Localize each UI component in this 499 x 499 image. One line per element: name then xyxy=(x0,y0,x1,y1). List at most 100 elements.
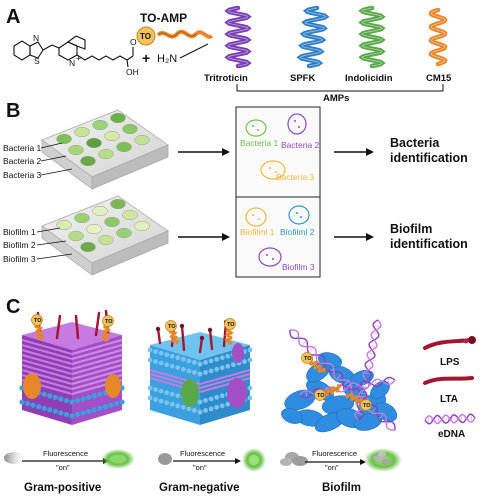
bacteria-cells xyxy=(245,113,307,180)
box2-label-3: Biofilm 3 xyxy=(282,262,315,272)
lipid-head xyxy=(192,360,197,365)
amine-label: H₂N xyxy=(157,53,177,65)
lipid-head xyxy=(80,410,86,416)
lipid-head xyxy=(192,370,197,375)
bacteria-wells xyxy=(56,112,150,167)
lipid-head xyxy=(102,404,108,410)
plate1-pointers xyxy=(40,142,73,176)
legend: LPS LTA eDNA xyxy=(423,336,476,440)
lipid-head xyxy=(153,387,158,392)
lipid-head xyxy=(69,399,75,405)
well-plate-biofilm xyxy=(40,195,170,276)
lipid-head xyxy=(58,410,64,416)
lipid-head xyxy=(208,358,214,364)
edna-3-rung xyxy=(350,384,352,390)
lipid-head xyxy=(47,407,53,413)
edna-2-rung xyxy=(371,332,379,335)
gp-glow-core xyxy=(110,455,126,463)
lipid-head xyxy=(113,400,120,407)
lipid-head xyxy=(52,394,58,400)
lipid-head xyxy=(247,395,253,401)
bf-fluor-arrowhead xyxy=(360,459,366,465)
well xyxy=(116,227,132,239)
bf-fluorescence-row xyxy=(280,448,402,472)
probe-head xyxy=(224,318,236,330)
gn-dark-cell xyxy=(158,453,172,465)
bf-fluor-text: Fluorescence xyxy=(312,449,357,458)
lipid-head xyxy=(158,360,164,366)
lipid-head xyxy=(41,391,47,397)
peptide-label-spfk: SPFK xyxy=(290,73,315,84)
gp-protein-left xyxy=(23,373,41,399)
lta-rod xyxy=(74,314,80,340)
edna-1-rung xyxy=(371,406,377,414)
lipid-head xyxy=(164,352,170,358)
arrowhead-2 xyxy=(366,148,374,156)
lipid-head xyxy=(63,397,70,404)
peptide-helices xyxy=(224,5,448,69)
gn-fluor-arrowhead xyxy=(235,458,241,464)
biofilm-matrix xyxy=(281,319,398,433)
well xyxy=(74,212,90,224)
edna-2-rung xyxy=(355,412,363,415)
lta-rod xyxy=(94,311,101,337)
gp-layer-left xyxy=(21,368,73,386)
lipid-head xyxy=(247,385,253,391)
helix-highlight xyxy=(299,7,327,67)
arrowhead-3 xyxy=(222,233,230,241)
bacteria-box xyxy=(235,106,321,199)
gn-porin-green xyxy=(181,379,199,407)
positive-charge: + xyxy=(76,53,81,63)
lipid-head xyxy=(197,409,203,415)
lipid-head xyxy=(186,406,192,412)
lipid-head xyxy=(153,349,158,354)
gn-fluor-text: Fluorescence xyxy=(180,449,225,458)
biofilm-wells xyxy=(56,198,150,253)
gram-positive-label: Gram-positive xyxy=(24,482,101,494)
bf-dark-cluster xyxy=(280,452,308,466)
edna-2-rung xyxy=(369,345,377,348)
lps-chain xyxy=(180,324,186,352)
well xyxy=(134,220,150,232)
well xyxy=(92,205,108,217)
lps-head xyxy=(179,323,185,329)
to-amp-conjugate xyxy=(136,26,214,46)
panel-c-label: C xyxy=(6,296,20,318)
lipid-head xyxy=(158,388,164,394)
to-probes xyxy=(31,314,372,411)
well xyxy=(122,209,138,221)
gp-fluor-on: "on" xyxy=(56,463,70,472)
lipid-head xyxy=(36,404,42,410)
to-tag-1: TO xyxy=(34,318,42,324)
edna-3-rung xyxy=(375,379,377,387)
lipid-head xyxy=(180,356,186,362)
well xyxy=(98,234,114,246)
gp-fluor-text: Fluorescence xyxy=(43,449,88,458)
lipid-head xyxy=(91,407,97,413)
lipid-head xyxy=(97,391,103,397)
biofilm-cells xyxy=(245,205,310,267)
box1-label-1: Bacteria 1 xyxy=(240,138,279,148)
lipid-head xyxy=(97,405,103,411)
lipid-head xyxy=(247,357,253,363)
result2-line2: identification xyxy=(390,237,468,251)
bf-fluor-on: "on" xyxy=(325,463,339,472)
lipid-head xyxy=(180,366,186,372)
lps-chain xyxy=(198,336,204,354)
lipid-head xyxy=(108,402,114,408)
n-methyl-label: N xyxy=(33,33,39,43)
gn-porin-purple xyxy=(227,378,247,408)
to-tag-2: TO xyxy=(105,319,113,325)
probe-head xyxy=(301,352,313,364)
lipid-head xyxy=(219,365,225,371)
helix-highlight xyxy=(361,7,383,67)
lipid-head xyxy=(192,408,197,413)
plate1-row-1: Bacteria 1 xyxy=(3,143,42,153)
lipid-head xyxy=(147,395,153,401)
legend-lta-label: LTA xyxy=(440,394,458,405)
lipid-head xyxy=(208,396,214,402)
lipid-head xyxy=(58,396,64,402)
amine-bond xyxy=(179,43,209,59)
lipid-head xyxy=(169,353,175,359)
lipid-head xyxy=(153,397,158,402)
